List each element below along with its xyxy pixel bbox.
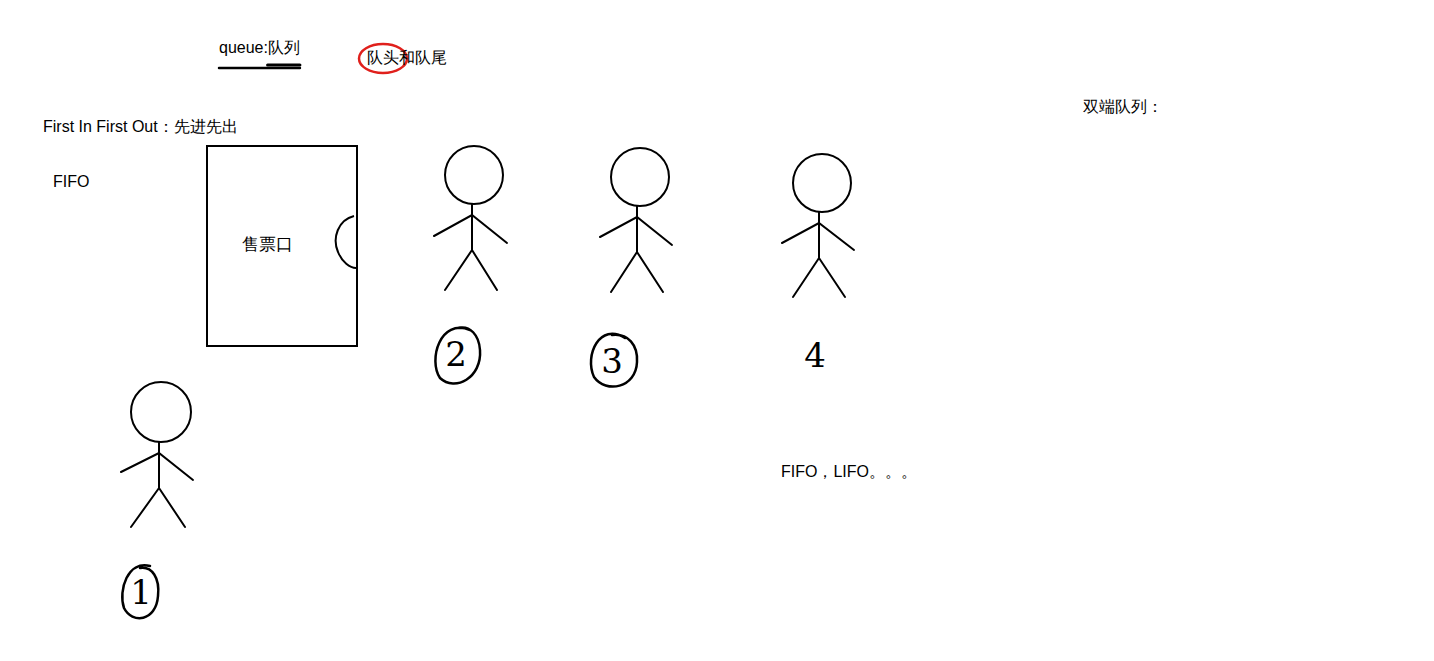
- number-circles: [122, 327, 637, 618]
- box-label: 售票口: [242, 234, 293, 256]
- callout-number: 4: [804, 336, 826, 374]
- note-label: FIFO: [53, 172, 89, 192]
- process-box: 售票口: [206, 145, 358, 347]
- note-label: FIFO，LIFO。。。: [781, 462, 917, 482]
- note-label: First In First Out：先进先出: [43, 117, 238, 137]
- heading-label: queue:队列: [219, 38, 300, 58]
- note-label: 队头和队尾: [367, 48, 447, 68]
- note-label: 双端队列：: [1083, 97, 1163, 117]
- callout-number: 3: [601, 342, 623, 380]
- title-underline: [219, 65, 300, 68]
- callout-number: 1: [130, 573, 152, 611]
- stick-figures: [121, 146, 854, 527]
- callout-number: 2: [445, 335, 467, 373]
- ticket-window: [336, 216, 356, 268]
